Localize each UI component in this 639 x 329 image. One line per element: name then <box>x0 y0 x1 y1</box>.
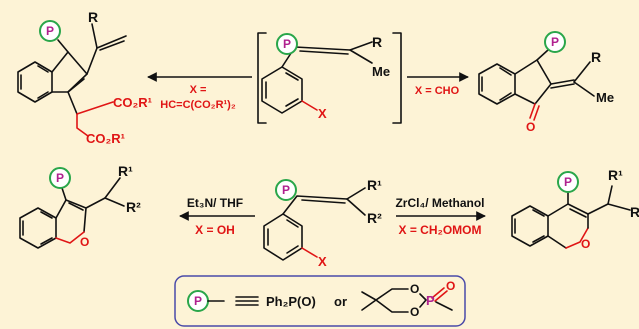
r2-label: R² <box>367 210 382 226</box>
benzene-ring <box>19 207 57 249</box>
bottom-right-isochromene-product: O P R¹ R <box>511 167 639 251</box>
legend-box: P Ph₂P(O) or O O P O <box>174 275 466 327</box>
me-label: Me <box>596 90 614 105</box>
top-left-indene-product: R P CO₂R¹ CO₂R¹ <box>17 9 152 146</box>
r2-label: R² <box>126 199 141 215</box>
phosphorus-group-icon <box>276 33 298 55</box>
p-label: P <box>564 175 572 189</box>
condition-top-left-line2: HC=C(CO₂R¹)₂ <box>160 99 236 111</box>
p-label: P <box>551 35 559 49</box>
p-label: P <box>194 294 202 308</box>
r-label: R <box>372 34 382 50</box>
p-atom-label: P <box>426 293 435 308</box>
r1-label: R¹ <box>367 177 382 193</box>
r1-label: R¹ <box>608 167 623 183</box>
o-label: O <box>526 120 535 134</box>
top-right-indanone-product: O R Me P <box>478 31 614 134</box>
p-label: P <box>283 37 291 51</box>
r-label: R <box>630 204 639 220</box>
p-label: P <box>46 24 54 38</box>
o-label: O <box>581 237 590 251</box>
benzene-ring <box>478 63 516 105</box>
bottom-center-starting-material: P R¹ R² X <box>263 177 382 269</box>
benzene-ring <box>17 61 53 103</box>
phosphorus-group-icon <box>544 31 566 53</box>
top-center-starting-material: P R Me X <box>257 32 402 124</box>
co2r1-label-lower: CO₂R¹ <box>86 131 125 146</box>
x-label: X <box>318 254 327 269</box>
condition-top-left-line1: X = <box>190 84 207 96</box>
benzene-ring <box>511 205 549 247</box>
left-bracket <box>257 32 267 124</box>
o-label-double: O <box>446 279 455 293</box>
phosphorus-group-icon <box>557 171 579 193</box>
o-label-lower: O <box>410 305 419 319</box>
phosphorus-group-icon <box>49 167 71 189</box>
benzene-ring <box>263 213 303 261</box>
me-label: Me <box>372 64 390 79</box>
right-bracket <box>392 32 402 124</box>
condition-top-right: X = CHO <box>415 85 460 97</box>
ph2po-label: Ph₂P(O) <box>266 294 316 309</box>
condition-bottom-right: X = CH₂OMOM <box>398 223 481 237</box>
benzene-ring <box>261 66 303 114</box>
reagent-bottom-right: ZrCl₄/ Methanol <box>395 196 484 210</box>
o-label: O <box>80 235 89 249</box>
dioxaphosphinane-ring <box>361 287 453 313</box>
condition-bottom-left: X = OH <box>195 223 235 237</box>
phosphorus-group-icon <box>39 20 61 42</box>
o-label-upper: O <box>410 282 419 296</box>
p-label: P <box>282 183 290 197</box>
r-label: R <box>88 9 98 25</box>
r1-label: R¹ <box>118 163 133 179</box>
x-label: X <box>318 106 327 121</box>
co2r1-label-upper: CO₂R¹ <box>113 95 152 110</box>
p-label: P <box>56 171 64 185</box>
r-label: R <box>591 49 601 65</box>
reagent-bottom-left: Et₃N/ THF <box>187 196 243 210</box>
bottom-left-benzofuran-product: O P R¹ R² <box>19 163 141 249</box>
phosphorus-group-icon <box>275 179 297 201</box>
or-label: or <box>334 294 347 309</box>
triple-bond-icon <box>235 296 259 306</box>
